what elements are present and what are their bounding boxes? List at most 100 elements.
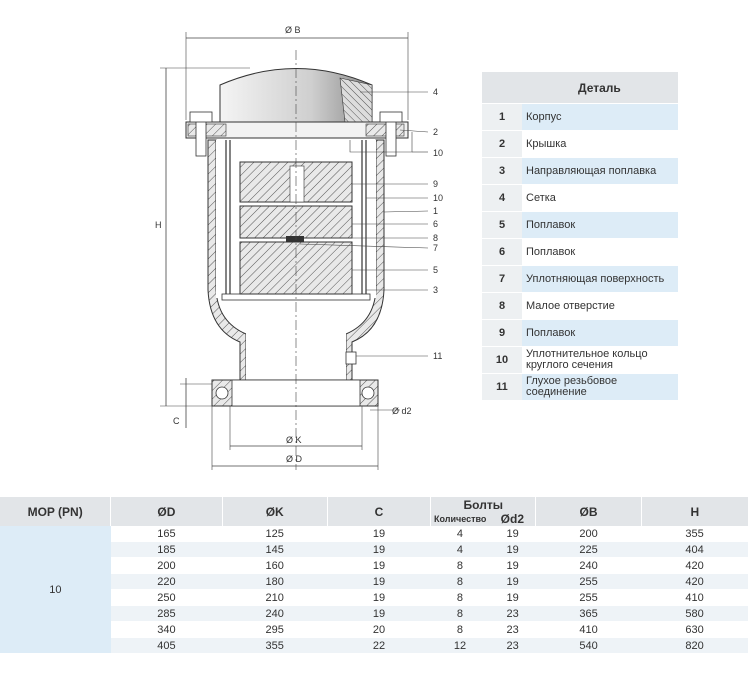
cell-c: 19: [327, 605, 431, 622]
cell-h: 580: [641, 605, 748, 622]
col-c: C: [326, 497, 431, 526]
cell-c: 19: [327, 573, 431, 590]
col-b: ØB: [535, 497, 642, 526]
cell-d2: 19: [489, 541, 536, 558]
dims-header-row: MOP (PN) ØD ØK C Болты ØB H: [0, 497, 748, 526]
col-bolt-qty: Количество: [430, 512, 490, 526]
cell-d2: 23: [489, 637, 536, 654]
part-number: 2: [482, 131, 522, 157]
part-description: Крышка: [522, 131, 678, 157]
cell-d: 405: [110, 637, 223, 654]
cell-qty: 8: [430, 605, 490, 622]
dim-k-label: Ø K: [286, 435, 302, 445]
part-description: Уплотняющая поверхность: [522, 266, 678, 292]
part-number: 7: [482, 266, 522, 292]
cell-c: 19: [327, 526, 431, 542]
cell-d2: 23: [489, 605, 536, 622]
col-d2: Ød2: [489, 512, 536, 526]
part-number: 5: [482, 212, 522, 238]
cell-d2: 19: [489, 573, 536, 590]
cell-d: 250: [110, 589, 223, 606]
cell-d: 220: [110, 573, 223, 590]
cell-k: 240: [222, 605, 328, 622]
cell-d: 340: [110, 621, 223, 638]
part-description: Поплавок: [522, 212, 678, 238]
cell-b: 200: [535, 526, 642, 542]
part-number: 8: [482, 293, 522, 319]
callout-1: 1: [433, 206, 438, 216]
table-row: 10 165 125 19 4 19 200 355: [0, 526, 748, 654]
table-row: 250 210 19 8 19 255 410: [0, 589, 748, 606]
parts-table-header: Деталь: [482, 72, 678, 103]
cell-h: 630: [641, 621, 748, 638]
cell-qty: 4: [430, 541, 490, 558]
col-mop: MOP (PN): [0, 497, 111, 526]
cell-d: 200: [110, 557, 223, 574]
dimension-d2: Ø d2: [370, 406, 412, 416]
dimension-c: C: [173, 378, 214, 428]
table-row: 200 160 19 8 19 240 420: [0, 557, 748, 574]
cell-h: 420: [641, 573, 748, 590]
callout-6: 6: [433, 219, 438, 229]
cell-c: 22: [327, 637, 431, 654]
callout-11: 11: [433, 351, 442, 361]
part-description: Глухое резьбовое соединение: [522, 374, 678, 400]
cell-b: 255: [535, 589, 642, 606]
cell-d2: 19: [489, 526, 536, 542]
part-description: Поплавок: [522, 239, 678, 265]
part-description: Корпус: [522, 104, 678, 130]
cell-d: 185: [110, 541, 223, 558]
cell-k: 145: [222, 541, 328, 558]
col-bolts: Болты: [430, 497, 536, 512]
cell-k: 125: [222, 526, 328, 542]
cell-k: 180: [222, 573, 328, 590]
cell-h: 404: [641, 541, 748, 558]
table-row: 220 180 19 8 19 255 420: [0, 573, 748, 590]
part-description: Сетка: [522, 185, 678, 211]
cell-b: 410: [535, 621, 642, 638]
cell-k: 210: [222, 589, 328, 606]
cell-b: 255: [535, 573, 642, 590]
callout-5: 5: [433, 265, 438, 275]
callout-labels: 4 2 10 9 10 1 6 8 7 5 3 11: [433, 87, 443, 361]
dims-subheader-row: Количество Ød2: [0, 512, 748, 526]
dim-d-label: Ø D: [286, 454, 303, 464]
cell-qty: 8: [430, 589, 490, 606]
dimension-k: Ø K: [229, 406, 363, 450]
dim-h-label: H: [155, 220, 162, 230]
dim-c-label: C: [173, 416, 180, 426]
dimensions-table: MOP (PN) ØD ØK C Болты ØB H Количество Ø…: [0, 497, 748, 654]
cell-b: 225: [535, 541, 642, 558]
cell-h: 410: [641, 589, 748, 606]
valve-cross-section-drawing: Ø B H C: [155, 25, 443, 470]
callout-10: 10: [433, 148, 443, 158]
part-description: Поплавок: [522, 320, 678, 346]
cell-qty: 4: [430, 526, 490, 542]
cell-c: 20: [327, 621, 431, 638]
dims-body: 10 165 125 19 4 19 200 355 185 145 19 4 …: [0, 526, 748, 654]
cell-c: 19: [327, 541, 431, 558]
part-number: 6: [482, 239, 522, 265]
part-number: 1: [482, 104, 522, 130]
cell-d2: 23: [489, 621, 536, 638]
parts-header-label: Деталь: [522, 72, 678, 103]
col-h: H: [640, 497, 748, 526]
col-d: ØD: [110, 497, 223, 526]
part-number: 9: [482, 320, 522, 346]
cell-c: 19: [327, 589, 431, 606]
callout-3: 3: [433, 285, 438, 295]
dimension-b: Ø B: [185, 25, 409, 120]
cell-d: 165: [110, 526, 223, 542]
callout-4: 4: [433, 87, 438, 97]
cell-c: 19: [327, 557, 431, 574]
dimension-h: H: [155, 67, 250, 407]
cell-h: 420: [641, 557, 748, 574]
col-k: ØK: [221, 497, 328, 526]
